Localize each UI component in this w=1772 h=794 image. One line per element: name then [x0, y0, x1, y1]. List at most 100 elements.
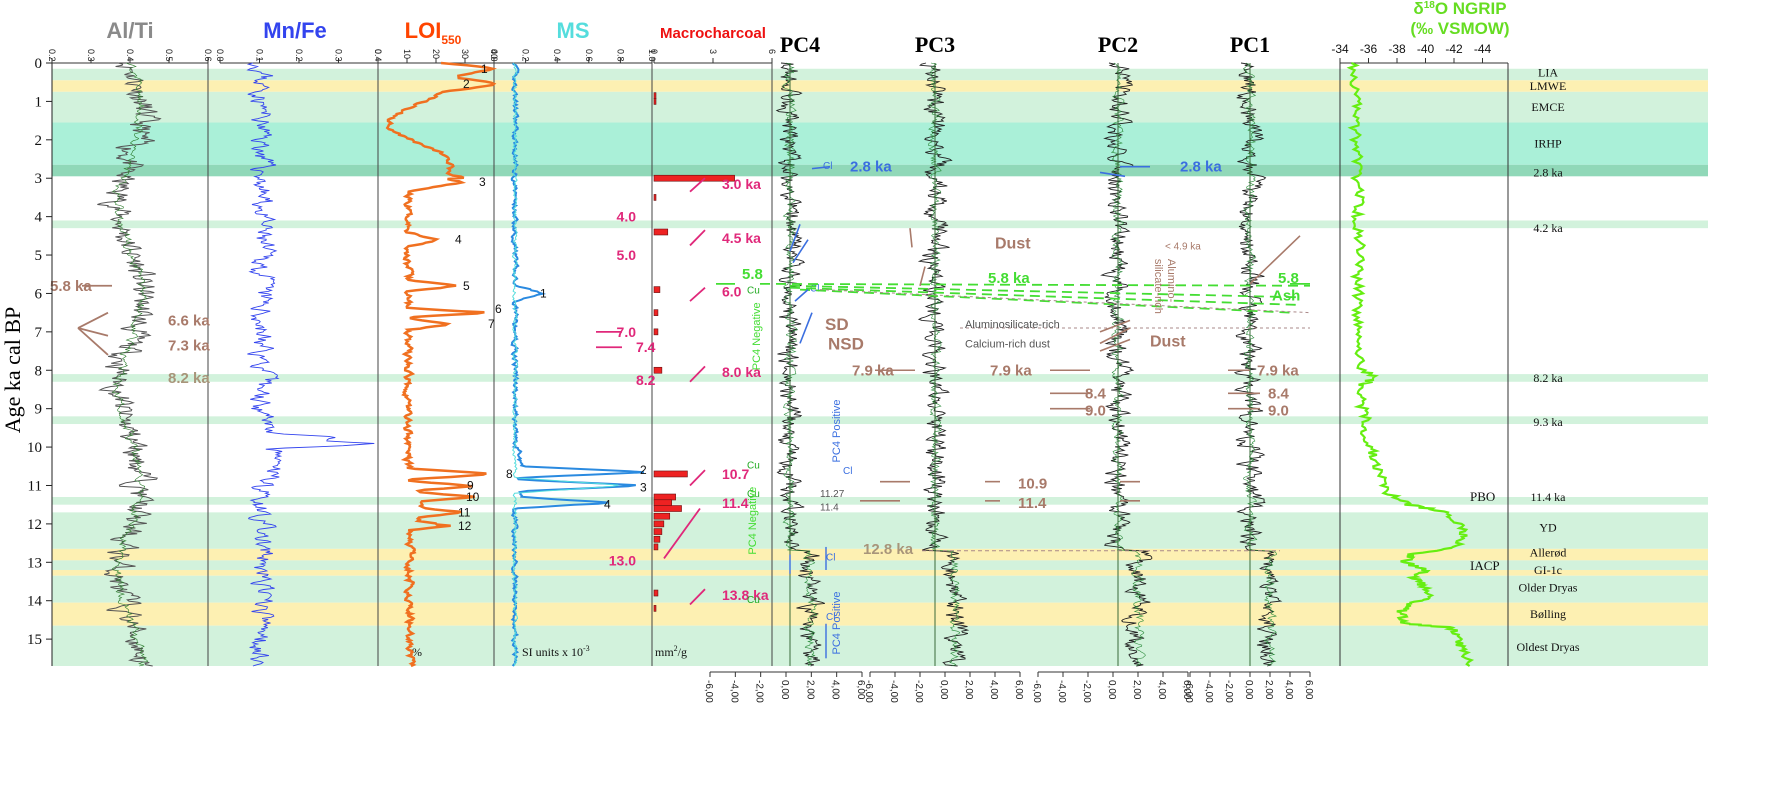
pc-anno-11-27: 11.27 [820, 489, 845, 500]
age-tick-label: 3 [35, 171, 43, 187]
tick-label: 0,00 [1243, 680, 1254, 700]
climate-band [52, 122, 1708, 165]
tick-label: -6,00 [1031, 680, 1042, 703]
charcoal-age-label: 10.7 [722, 466, 749, 482]
pc-anno-cu: Cu [747, 489, 760, 500]
loi-peak-label: 9 [467, 478, 474, 492]
tick-label: 0.5 [164, 49, 174, 62]
tick-label: 2,00 [963, 680, 974, 700]
pc-trace-green-2 [1110, 62, 1146, 667]
tick-label: 0.4 [373, 49, 383, 62]
ms-peak-label: 4 [604, 498, 611, 512]
tick-label: 0.0 [489, 49, 499, 62]
pc-anno-7-9: 7.9 ka [852, 362, 894, 379]
ash-dash-line [789, 284, 1301, 299]
charcoal-arrow [689, 588, 706, 606]
pc-anno-5-8-ka: 5.8 ka [988, 270, 1030, 287]
age-tick-label: 9 [35, 402, 43, 418]
charcoal-bar [653, 505, 682, 512]
period-label: YD [1539, 521, 1557, 535]
tick-label: -4,00 [888, 680, 899, 703]
period-label: 4.2 ka [1533, 221, 1563, 235]
pc-arrow-brown [1099, 327, 1131, 345]
tick-label: -34 [1331, 42, 1349, 56]
mnfe-trace [246, 62, 375, 667]
age-tick-label: 1 [35, 94, 43, 110]
age-axis-label: Age ka cal BP [0, 307, 25, 433]
age-tick-label: 11 [28, 478, 42, 494]
charcoal-age-label: 5.0 [617, 247, 637, 263]
tick-label: 0.2 [294, 49, 304, 62]
tick-label: 0 [649, 49, 659, 54]
climate-bands [52, 68, 1708, 666]
period-label: GI-1c [1534, 563, 1562, 577]
tick-label: -2,00 [913, 680, 924, 703]
alti-arrow [77, 327, 109, 337]
loi-peak-label: 3 [479, 175, 486, 189]
tick-label: 0.2 [47, 49, 57, 62]
period-label: 9.3 ka [1533, 415, 1563, 429]
tick-label: 40 [489, 49, 499, 59]
ngrip-note-iacp: IACP [1470, 558, 1500, 573]
panel-title-line2: (‰ VSMOW) [1410, 19, 1509, 38]
pc-anno-dust: Dust [995, 236, 1031, 253]
ms-peak-label: 3 [640, 480, 647, 494]
loi-trace [385, 61, 497, 668]
loi-peak-label: 4 [455, 233, 462, 247]
unit-sup: -3 [583, 644, 590, 653]
climate-band [52, 416, 1708, 425]
alti-age-label: 8.2 ka [168, 370, 210, 387]
tick-label: -6,00 [863, 680, 874, 703]
tick-label: 6,00 [1303, 680, 1314, 700]
age-tick-label: 5 [35, 248, 43, 264]
loi-peak-label: 12 [458, 519, 472, 533]
pc-arrow-blue [799, 312, 813, 344]
panel-7: PC3 [915, 32, 955, 57]
charcoal-age-label: 7.0 [617, 324, 637, 340]
tick-label: -4,00 [728, 680, 739, 703]
loi-peak-label: 11 [458, 505, 471, 519]
period-label: Allerød [1530, 546, 1567, 560]
pc-trace-3 [917, 62, 970, 667]
charcoal-arrow [689, 365, 706, 383]
pc-anno-5-8-pc1: 5.8 [1278, 270, 1299, 287]
title-tail: O NGRIP [1435, 0, 1507, 18]
age-tick-label: 14 [27, 594, 43, 610]
tick-label: 0.6 [203, 49, 213, 62]
loi-peak-label: 1 [481, 62, 488, 76]
charcoal-bar [653, 328, 659, 336]
tick-label: -6,00 [1183, 680, 1194, 703]
pc-arrow-brown [1249, 235, 1301, 285]
pc-anno-cl: Cl [826, 612, 835, 623]
charcoal-arrow [663, 508, 701, 559]
pc-anno-cu: Cu [747, 286, 760, 297]
ash-dash-line [789, 286, 1301, 306]
charcoal-bar [653, 470, 688, 478]
tick-label: 6 [767, 49, 777, 54]
tick-label: 6,00 [855, 680, 866, 700]
period-label: Oldest Dryas [1517, 640, 1580, 654]
charcoal-arrow [689, 469, 706, 487]
unit-label: mm2/g [655, 644, 687, 659]
tick-label: 3 [708, 49, 718, 54]
ms-peak-label: 2 [640, 463, 647, 477]
pc-anno-10-9: 10.9 [1018, 476, 1047, 493]
tick-label: 20 [431, 49, 441, 59]
charcoal-age-label: 3.0 ka [722, 176, 761, 192]
charcoal-age-label: 11.4 [722, 495, 749, 511]
tick-label: 2,00 [1131, 680, 1142, 700]
pc-anno-11-4: 11.4 [1018, 495, 1047, 512]
climate-band [52, 80, 1708, 92]
climate-band [52, 560, 1708, 570]
pc-anno-7-9: 7.9 ka [1257, 362, 1299, 379]
pc-anno-2-8-pc2: 2.8 ka [1180, 159, 1222, 176]
tick-label: -38 [1388, 42, 1406, 56]
unit-tail: /g [678, 645, 687, 659]
tick-label: -40 [1417, 42, 1435, 56]
charcoal-bar [653, 98, 657, 105]
pc-anno-2-8: 2.8 ka [850, 159, 892, 176]
